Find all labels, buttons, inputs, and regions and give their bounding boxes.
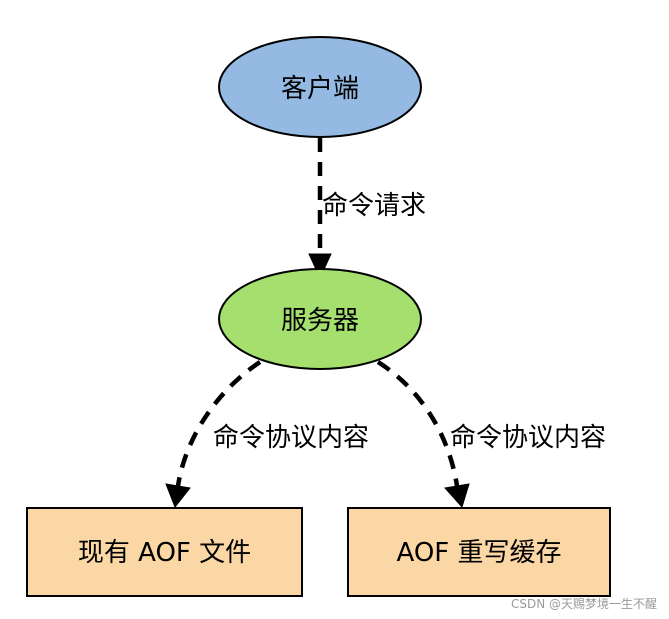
client-node: 客户端 [218, 36, 422, 138]
edge-server-to-aof-buffer: 命令协议内容 [376, 360, 606, 508]
edge-client-to-server-arrowhead [308, 253, 332, 280]
server-node-label: 服务器 [281, 306, 359, 336]
edge-client-to-server: 命令请求 [308, 138, 426, 280]
server-node-shape [218, 268, 422, 370]
aof-buffer-node-shape [347, 507, 611, 597]
aof-buffer-node-label: AOF 重写缓存 [396, 538, 561, 568]
edge-server-to-aof-file-line [175, 360, 262, 487]
edge-server-to-aof-file-label: 命令协议内容 [213, 423, 369, 453]
client-node-shape [218, 36, 422, 138]
aof-buffer-node: AOF 重写缓存 [347, 507, 611, 597]
edge-server-to-aof-file: 命令协议内容 [165, 360, 369, 508]
aof-file-node-label: 现有 AOF 文件 [78, 538, 251, 568]
aof-file-node: 现有 AOF 文件 [26, 507, 303, 597]
edge-client-to-server-label: 命令请求 [322, 191, 426, 221]
edge-server-to-aof-buffer-line [376, 360, 460, 487]
server-node: 服务器 [218, 268, 422, 370]
edge-server-to-aof-file-arrowhead [165, 483, 191, 508]
client-node-label: 客户端 [281, 74, 359, 104]
watermark-text: CSDN @天赐梦境一生不醒 [510, 597, 657, 611]
edge-server-to-aof-buffer-label: 命令协议内容 [450, 423, 606, 453]
edge-server-to-aof-buffer-arrowhead [444, 483, 470, 508]
aof-file-node-shape [26, 507, 303, 597]
